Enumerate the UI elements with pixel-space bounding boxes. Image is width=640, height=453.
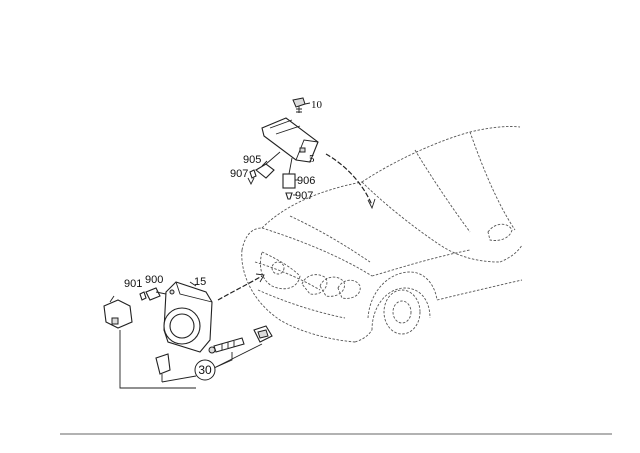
callout-30-circle bbox=[194, 359, 216, 381]
callout-901: 901 bbox=[124, 278, 142, 290]
locator-arrow-upper bbox=[325, 153, 376, 210]
part-30-leaders bbox=[119, 330, 263, 389]
clip-part-30 bbox=[253, 325, 273, 343]
connector-part-900 bbox=[145, 287, 167, 301]
callout-905: 905 bbox=[243, 154, 261, 166]
screw-part-10 bbox=[292, 97, 306, 113]
bolt-part-30 bbox=[213, 337, 245, 353]
callout-906: 906 bbox=[297, 175, 315, 187]
bulb-part-907-right bbox=[285, 192, 293, 200]
control-unit-part-5 bbox=[261, 117, 319, 163]
adjuster-part-30 bbox=[155, 353, 171, 382]
callout-30-group: 30 bbox=[194, 359, 216, 381]
callout-907-left: 907 bbox=[230, 168, 248, 180]
car-outline bbox=[241, 126, 523, 343]
bulb-part-907-left bbox=[247, 169, 257, 186]
bulb-part-901 bbox=[139, 291, 147, 301]
callout-907-right: 907 bbox=[295, 190, 313, 202]
callout-900: 900 bbox=[145, 274, 163, 286]
mounting-bracket-part-30 bbox=[103, 295, 133, 329]
callout-30: 30 bbox=[198, 363, 212, 377]
callout-15: 15 bbox=[194, 276, 206, 288]
connector-part-906 bbox=[282, 157, 296, 189]
callout-10: 10 bbox=[311, 99, 323, 111]
callout-leaders bbox=[189, 102, 311, 287]
connector-part-905 bbox=[255, 151, 281, 179]
locator-arrow-lower bbox=[217, 273, 265, 301]
headlamp-part-15 bbox=[163, 281, 216, 354]
callout-5: 5 bbox=[309, 153, 315, 165]
